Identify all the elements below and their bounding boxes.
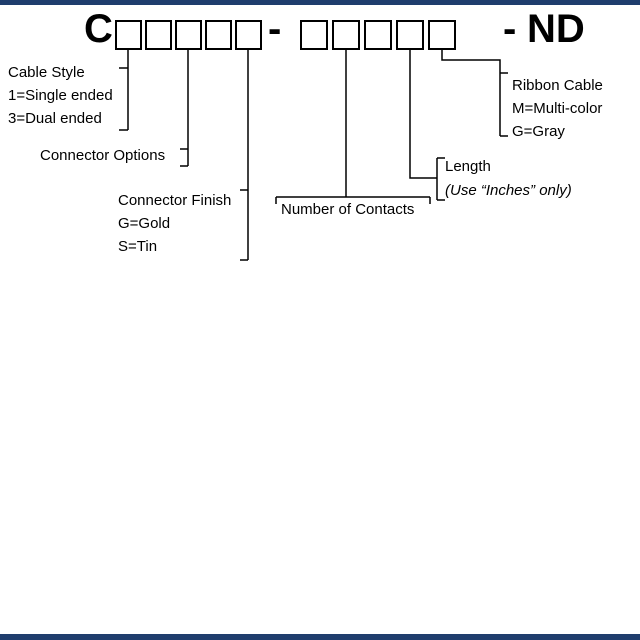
part-digit-box <box>145 20 172 50</box>
ribbon-cable-option-gray: G=Gray <box>512 123 565 140</box>
cable-style-option-single: 1=Single ended <box>8 87 113 104</box>
connector-finish-option-tin: S=Tin <box>118 238 158 255</box>
cable-style-connector <box>119 50 129 131</box>
part-digit-box <box>396 20 424 50</box>
ribbon-cable-option-multicolor: M=Multi-color <box>512 100 603 117</box>
number-of-contacts-label: Number of Contacts <box>281 201 415 218</box>
bottom-accent-bar <box>0 634 640 640</box>
part-number-prefix: C <box>84 7 113 51</box>
top-accent-bar <box>0 0 640 5</box>
part-number-dash-1: - <box>268 7 282 51</box>
cable-style-label: Cable Style <box>8 64 85 81</box>
ribbon-cable-connector <box>441 50 508 137</box>
part-digit-box <box>115 20 142 50</box>
length-label: Length <box>445 158 491 175</box>
part-digit-box <box>364 20 392 50</box>
cable-style-option-dual: 3=Dual ended <box>8 110 102 127</box>
connector-finish-option-gold: G=Gold <box>118 215 171 232</box>
connector-options-connector <box>180 50 189 167</box>
part-number-box-group-1 <box>115 20 262 50</box>
part-digit-box <box>300 20 328 50</box>
part-number-suffix: ND <box>527 7 585 51</box>
part-digit-box <box>205 20 232 50</box>
part-digit-box <box>428 20 456 50</box>
part-number-dash-2: - <box>503 7 517 51</box>
connector-finish-label: Connector Finish <box>118 192 232 209</box>
part-number-box-group-2 <box>300 20 456 50</box>
connector-options-label: Connector Options <box>40 147 166 164</box>
number-of-contacts-connector <box>275 50 431 204</box>
part-digit-box <box>175 20 202 50</box>
connector-finish-connector <box>240 50 249 261</box>
length-connector <box>409 50 445 201</box>
ribbon-cable-label: Ribbon Cable <box>512 77 603 94</box>
length-note: (Use “Inches” only) <box>445 182 572 199</box>
part-digit-box <box>235 20 262 50</box>
part-digit-box <box>332 20 360 50</box>
